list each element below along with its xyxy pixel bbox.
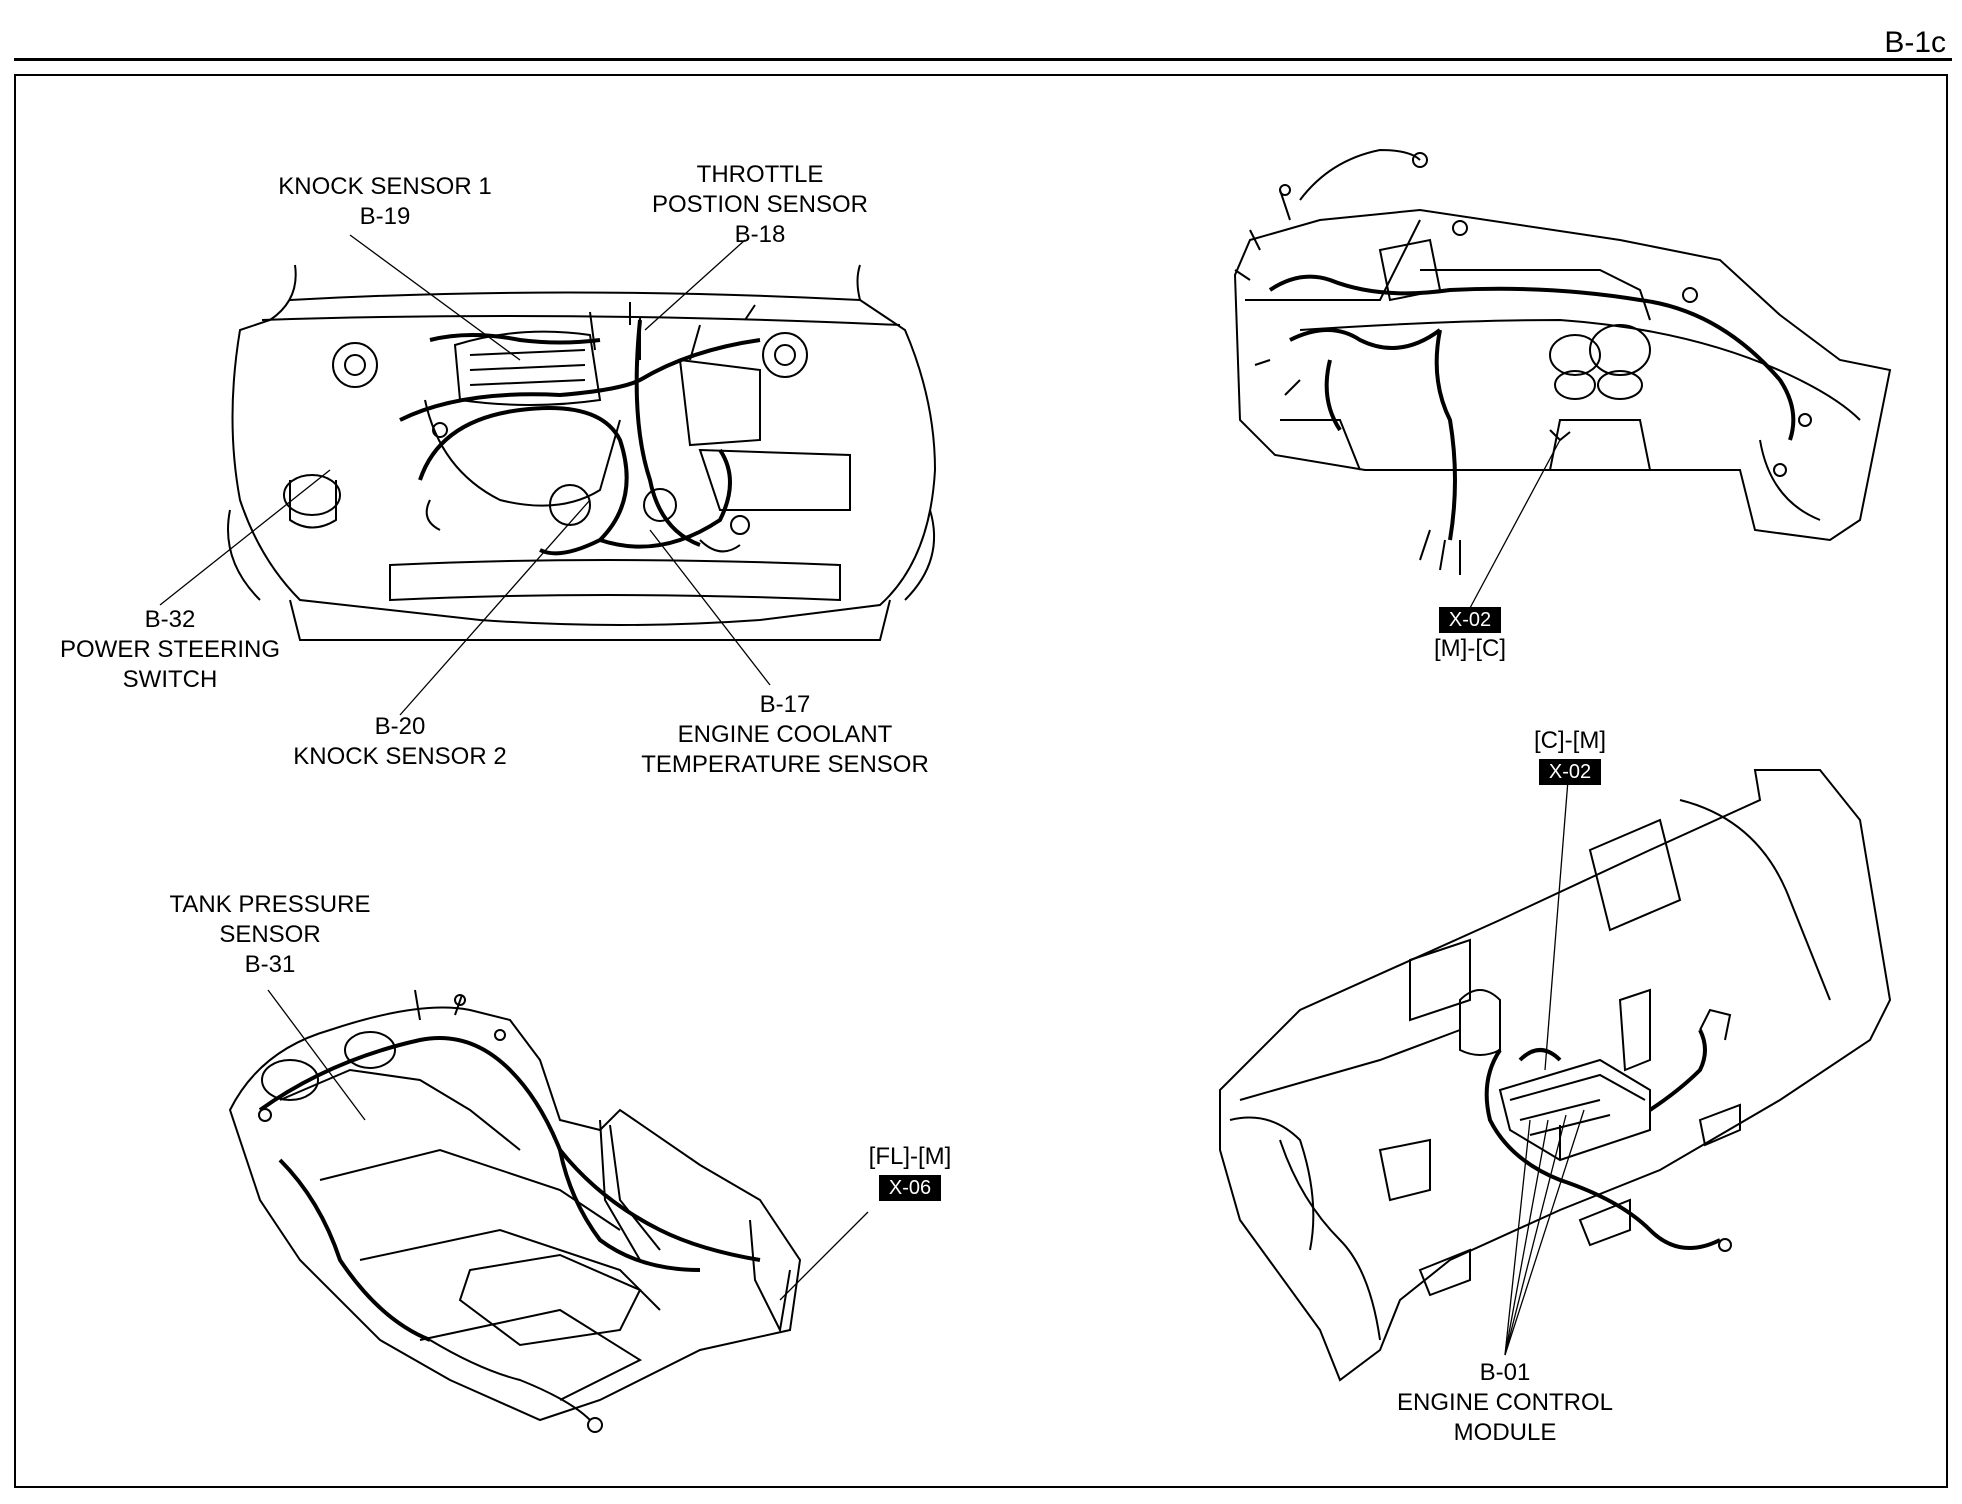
callout-x06: [FL]-[M] X-06	[840, 1142, 980, 1202]
x02-dashboard-tag: X-02	[1438, 607, 1502, 633]
engine-bay-leader-lines	[159, 234, 771, 716]
callout-engine-coolant-temp-sensor: B-17 ENGINE COOLANT TEMPERATURE SENSOR	[620, 690, 950, 780]
ecm-leader-lines	[1504, 779, 1585, 1356]
ect-line1: ENGINE COOLANT	[677, 721, 893, 748]
ect-line2: TEMPERATURE SENSOR	[641, 751, 929, 778]
tps-code: B-18	[734, 221, 786, 248]
callout-throttle-position-sensor: THROTTLE POSTION SENSOR B-18	[610, 160, 910, 250]
floor-pan-illustration	[228, 989, 802, 1433]
dashboard-illustration	[1233, 148, 1892, 575]
ecm-line2: MODULE	[1453, 1419, 1557, 1446]
callout-engine-control-module: B-01 ENGINE CONTROL MODULE	[1355, 1358, 1655, 1448]
ect-code: B-17	[759, 691, 811, 718]
knock-sensor-2-code: B-20	[374, 713, 426, 740]
ecm-line1: ENGINE CONTROL	[1396, 1389, 1614, 1416]
page-id: B-1c	[1884, 26, 1946, 59]
tank-line2: SENSOR	[219, 921, 321, 948]
ps-line2: SWITCH	[122, 666, 218, 693]
diagram-frame	[14, 74, 1948, 1488]
x02-ecm-tag: X-02	[1538, 759, 1602, 785]
x02-top-leader	[1469, 439, 1561, 609]
ps-line1: POWER STEERING	[59, 636, 281, 663]
knock-sensor-1-code: B-19	[359, 203, 411, 230]
engine-bay-illustration	[227, 264, 937, 641]
floor-pan-leader-lines	[267, 989, 869, 1301]
tps-line1: THROTTLE	[696, 161, 824, 188]
ecm-panel-illustration	[1219, 769, 1892, 1382]
tps-line2: POSTION SENSOR	[651, 191, 869, 218]
callout-power-steering-switch: B-32 POWER STEERING SWITCH	[30, 605, 310, 695]
callout-x02-dashboard: X-02 [M]-[C]	[1400, 604, 1540, 664]
callout-x02-ecm-panel: [C]-[M] X-02	[1500, 726, 1640, 786]
callout-tank-pressure-sensor: TANK PRESSURE SENSOR B-31	[120, 890, 420, 980]
x02-ecm-route: [C]-[M]	[1534, 727, 1606, 754]
ecm-code: B-01	[1479, 1359, 1531, 1386]
tank-code: B-31	[244, 951, 296, 978]
top-rule	[14, 58, 1952, 61]
x02-dashboard-route: [M]-[C]	[1434, 635, 1506, 662]
x06-tag: X-06	[878, 1175, 942, 1201]
knock-sensor-1-name: KNOCK SENSOR 1	[278, 173, 492, 200]
x06-route: [FL]-[M]	[868, 1143, 952, 1170]
callout-knock-sensor-1: KNOCK SENSOR 1 B-19	[235, 172, 535, 232]
callout-knock-sensor-2: B-20 KNOCK SENSOR 2	[250, 712, 550, 772]
ps-code: B-32	[144, 606, 196, 633]
tank-line1: TANK PRESSURE	[169, 891, 371, 918]
knock-sensor-2-name: KNOCK SENSOR 2	[293, 743, 507, 770]
